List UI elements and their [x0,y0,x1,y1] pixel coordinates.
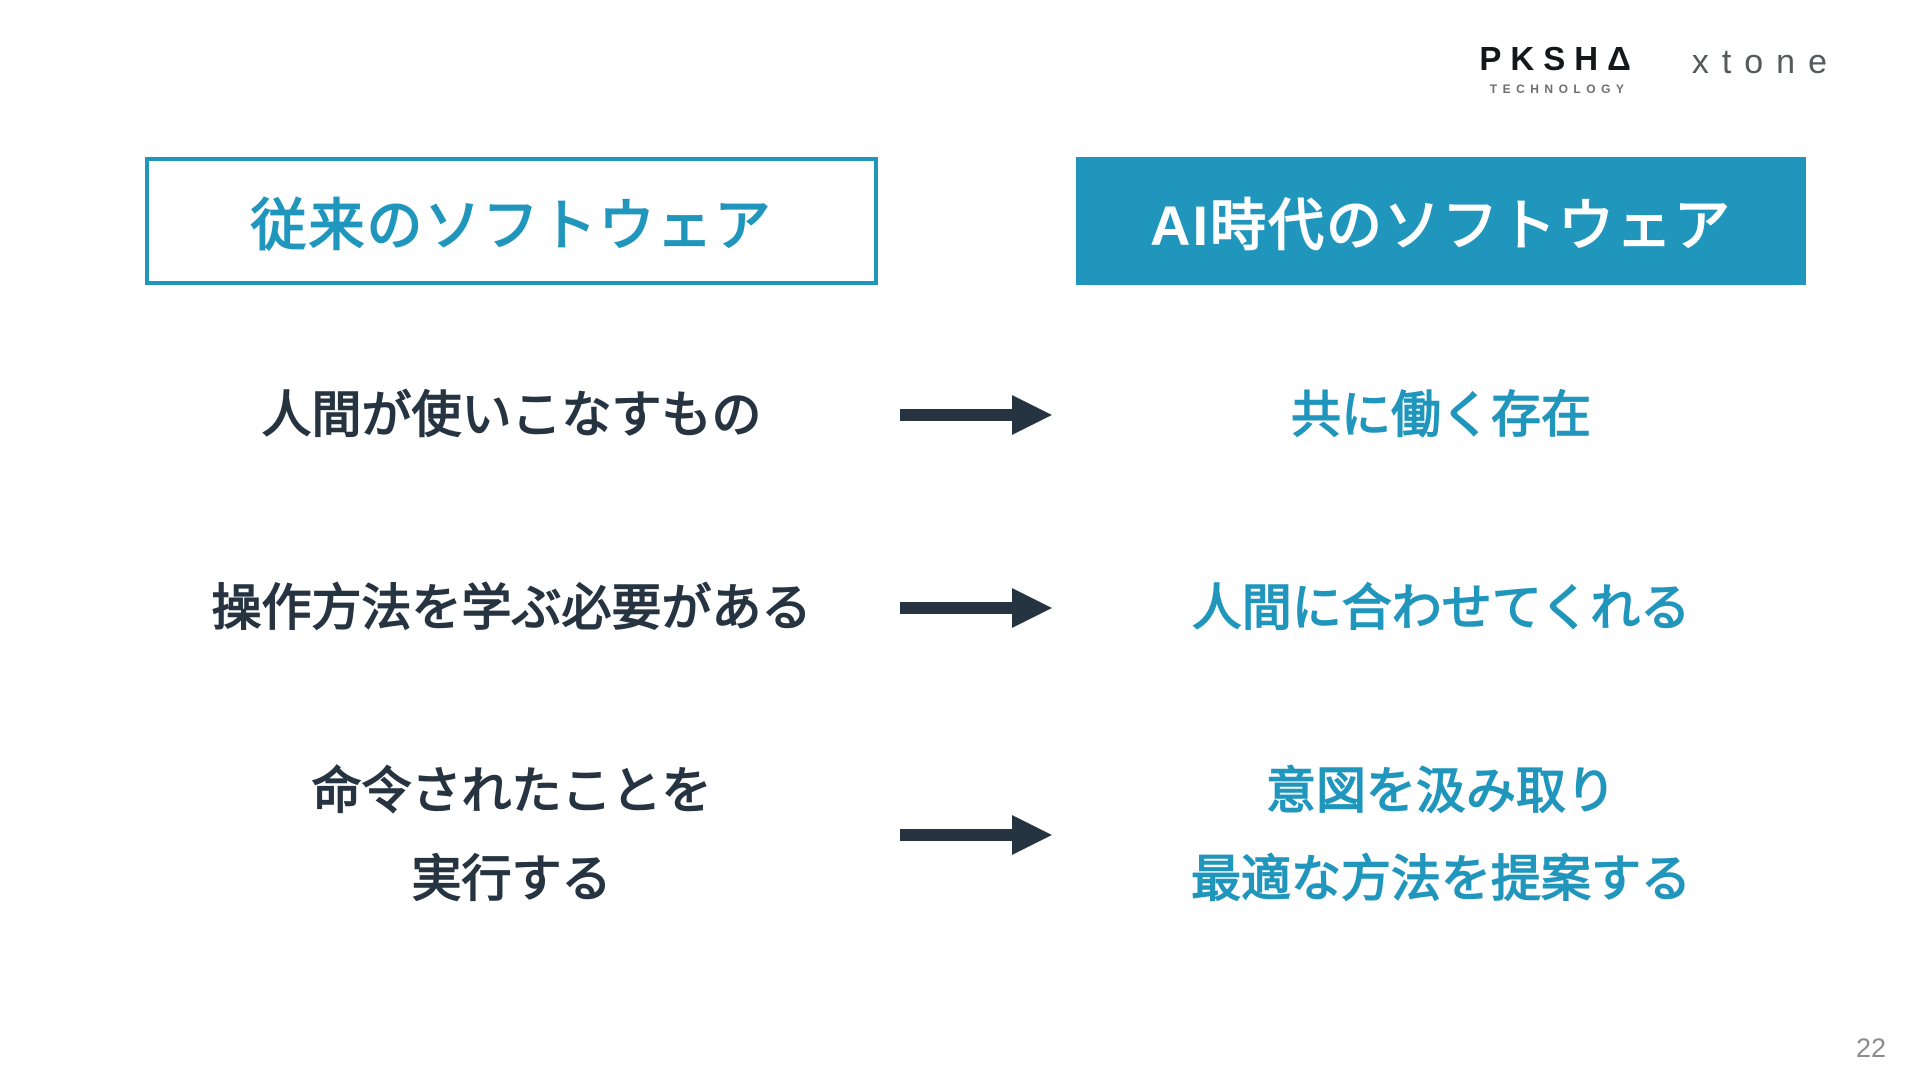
traditional-point-1-text: 人間が使いこなすもの [261,387,762,443]
xtone-logo: xtone [1691,43,1840,81]
ai-point-2-text: 人間に合わせてくれる [1191,580,1691,636]
header-ai-era-software: AI時代のソフトウェア [1076,157,1806,285]
traditional-point-2: 操作方法を学ぶ必要がある [145,564,878,652]
ai-point-1-text: 共に働く存在 [1291,387,1591,443]
traditional-point-2-text: 操作方法を学ぶ必要がある [211,580,812,636]
header-traditional-software: 従来のソフトウェア [145,157,878,285]
header-band: 従来のソフトウェア AI時代のソフトウェア [145,157,1806,285]
pksha-logo: PKSHΔ TECHNOLOGY [1479,42,1639,96]
ai-point-3: 意図を汲み取り 最適な方法を提案する [1076,747,1806,923]
arrow-3 [878,813,1076,857]
ai-point-2: 人間に合わせてくれる [1076,564,1806,652]
arrow-2 [878,586,1076,630]
arrow-1 [878,393,1076,437]
traditional-point-1: 人間が使いこなすもの [145,371,878,459]
comparison-row: 人間が使いこなすもの 共に働く存在 [145,360,1806,470]
comparison-row: 操作方法を学ぶ必要がある 人間に合わせてくれる [145,553,1806,663]
traditional-point-3-line2: 実行する [411,851,612,907]
ai-point-3-line1: 意図を汲み取り [1266,763,1616,819]
traditional-point-3: 命令されたことを 実行する [145,747,878,923]
comparison-row: 命令されたことを 実行する 意図を汲み取り 最適な方法を提案する [145,747,1806,923]
ai-point-1: 共に働く存在 [1076,371,1806,459]
pksha-wordmark: PKSHΔ [1479,40,1640,77]
pksha-technology-label: TECHNOLOGY [1489,82,1630,96]
right-arrow-icon [900,395,1052,435]
right-arrow-icon [900,815,1052,855]
logo-block: PKSHΔ TECHNOLOGY xtone [1479,42,1840,96]
traditional-point-3-line1: 命令されたことを [311,763,712,819]
ai-point-3-line2: 最適な方法を提案する [1191,851,1691,907]
right-arrow-icon [900,588,1052,628]
page-number: 22 [1855,1033,1886,1063]
